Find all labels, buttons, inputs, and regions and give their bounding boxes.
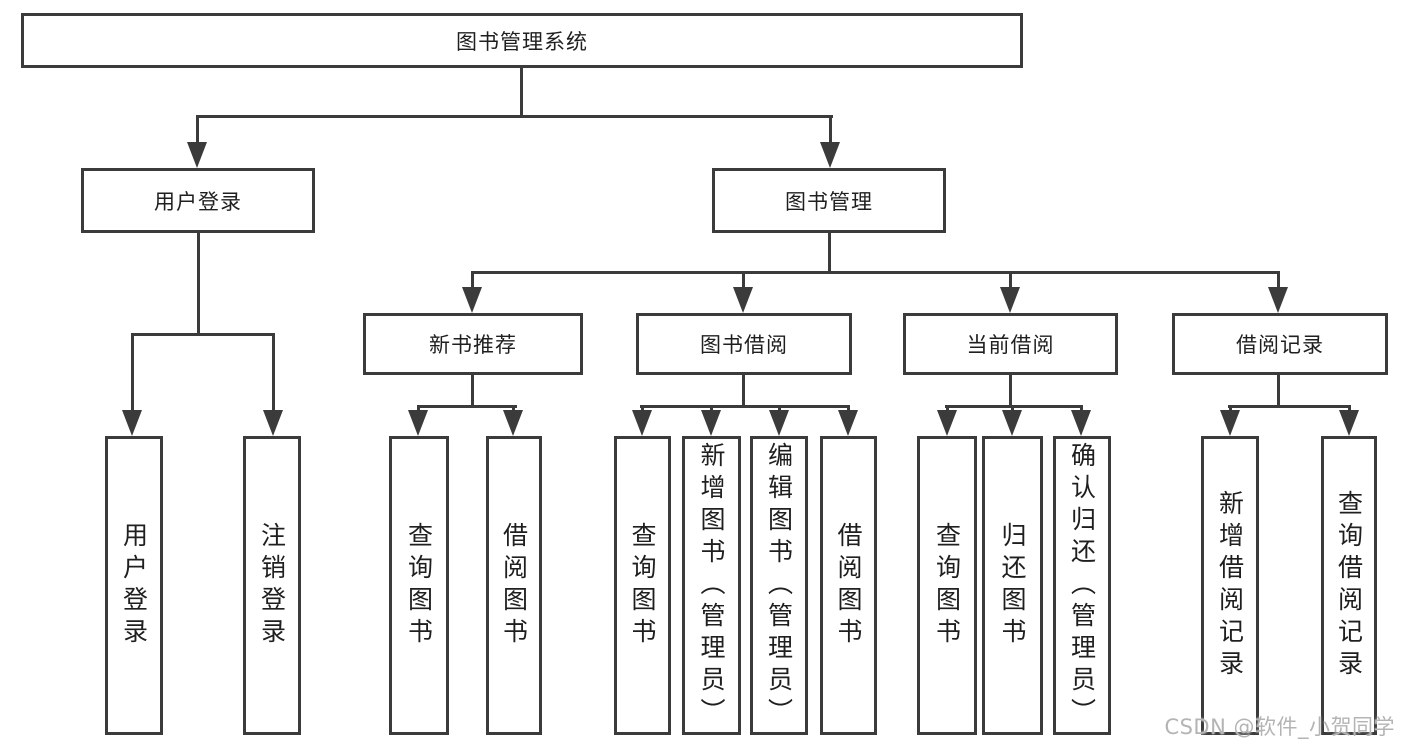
- node-book-borrowing-label: 图书借阅: [700, 333, 788, 357]
- connector-group1-stem: [471, 271, 474, 288]
- connector-group2-stem: [742, 271, 745, 288]
- leaf-label: 查询借阅记录: [1334, 489, 1364, 682]
- node-book-borrowing: 图书借阅: [636, 313, 852, 375]
- connector-stem: [710, 405, 713, 412]
- leaf-label: 借阅图书: [834, 521, 863, 650]
- connector-stem: [778, 405, 781, 412]
- node-new-book-recommend: 新书推荐: [363, 313, 583, 375]
- connector-root-drop: [520, 66, 523, 118]
- leaf-query-books-borrowing: 查询图书: [614, 436, 671, 735]
- leaf-label: 新增借阅记录: [1215, 489, 1245, 682]
- arrowhead: [820, 142, 840, 168]
- leaf-label: 查询图书: [932, 521, 962, 650]
- connector-stem: [417, 405, 420, 412]
- leaf-confirm-return-admin: 确认归还（管理员）: [1053, 436, 1111, 735]
- leaf-user-login: 用户登录: [105, 436, 163, 735]
- leaf-edit-book-admin: 编辑图书（管理员）: [750, 436, 808, 735]
- leaf-user-login-label: 用户登录: [119, 521, 149, 650]
- leaf-label: 借阅图书: [499, 521, 529, 650]
- node-book-management: 图书管理: [712, 168, 946, 233]
- leaf-label: 编辑图书（管理员）: [764, 441, 794, 730]
- node-root-label: 图书管理系统: [456, 29, 588, 54]
- arrowhead: [263, 410, 283, 436]
- arrowhead: [1268, 287, 1288, 313]
- leaf-logout-label: 注销登录: [257, 521, 287, 650]
- arrowhead: [1071, 410, 1091, 436]
- arrowhead: [122, 410, 142, 436]
- connector-stem: [1011, 405, 1014, 412]
- arrowhead: [838, 410, 858, 436]
- connector-group2-split: [640, 405, 850, 408]
- connector-group3-drop: [1009, 372, 1012, 408]
- connector-group3-stem: [1009, 271, 1012, 288]
- leaf-label: 归还图书: [998, 521, 1027, 650]
- leaf-query-books-recommend: 查询图书: [389, 436, 449, 735]
- arrowhead: [408, 410, 428, 436]
- leaf-borrow-books-recommend: 借阅图书: [486, 436, 542, 735]
- connector-stem: [946, 405, 949, 412]
- arrowhead: [1339, 410, 1359, 436]
- connector-mgmt-split: [471, 271, 1280, 274]
- connector-root-split: [196, 115, 833, 118]
- leaf-label: 查询图书: [404, 521, 434, 650]
- arrowhead: [503, 410, 523, 436]
- leaf-label: 查询图书: [628, 521, 657, 650]
- leaf-label: 新增图书（管理员）: [697, 441, 726, 730]
- node-new-book-recommend-label: 新书推荐: [429, 333, 517, 357]
- node-current-borrowing: 当前借阅: [903, 313, 1118, 375]
- node-user-login: 用户登录: [81, 168, 315, 233]
- connector-stem: [847, 405, 850, 412]
- connector-stem: [1348, 405, 1351, 412]
- leaf-query-borrow-record: 查询借阅记录: [1321, 436, 1377, 735]
- connector-login-stem: [196, 115, 199, 143]
- csdn-watermark: CSDN @软件_小贺同学: [1164, 715, 1395, 739]
- node-user-login-label: 用户登录: [154, 189, 242, 214]
- connector-stem: [641, 405, 644, 412]
- arrowhead: [733, 287, 753, 313]
- node-current-borrowing-label: 当前借阅: [966, 333, 1055, 357]
- node-borrowing-records: 借阅记录: [1172, 313, 1388, 375]
- arrowhead: [701, 410, 721, 436]
- connector-group4-split: [1228, 405, 1350, 408]
- connector-group1-drop: [471, 372, 474, 408]
- leaf-query-books-current: 查询图书: [917, 436, 977, 735]
- connector-stem: [1229, 405, 1232, 412]
- arrowhead: [1000, 287, 1020, 313]
- connector-login-child2-stem: [272, 333, 275, 411]
- connector-group1-split: [417, 405, 517, 408]
- arrowhead: [1002, 410, 1022, 436]
- connector-login-drop: [197, 230, 200, 336]
- arrowhead: [187, 142, 207, 168]
- leaf-add-borrow-record: 新增借阅记录: [1201, 436, 1259, 735]
- connector-group4-drop: [1277, 372, 1280, 408]
- arrowhead: [937, 410, 957, 436]
- connector-group4-stem: [1277, 271, 1280, 288]
- node-borrowing-records-label: 借阅记录: [1236, 333, 1324, 357]
- leaf-return-books: 归还图书: [982, 436, 1043, 735]
- connector-mgmt-stem: [829, 115, 832, 143]
- arrowhead: [769, 410, 789, 436]
- node-root: 图书管理系统: [21, 13, 1023, 68]
- leaf-logout: 注销登录: [243, 436, 301, 735]
- arrowhead: [462, 287, 482, 313]
- leaf-label: 确认归还（管理员）: [1067, 441, 1097, 730]
- arrowhead: [632, 410, 652, 436]
- leaf-borrow-books-borrowing: 借阅图书: [820, 436, 877, 735]
- connector-mgmt-drop: [828, 230, 831, 274]
- leaf-add-book-admin: 新增图书（管理员）: [682, 436, 741, 735]
- connector-login-split: [131, 333, 275, 336]
- node-book-management-label: 图书管理: [785, 189, 873, 214]
- connector-group2-drop: [742, 372, 745, 408]
- connector-stem: [512, 405, 515, 412]
- arrowhead: [1220, 410, 1240, 436]
- connector-login-child1-stem: [131, 333, 134, 411]
- connector-stem: [1080, 405, 1083, 412]
